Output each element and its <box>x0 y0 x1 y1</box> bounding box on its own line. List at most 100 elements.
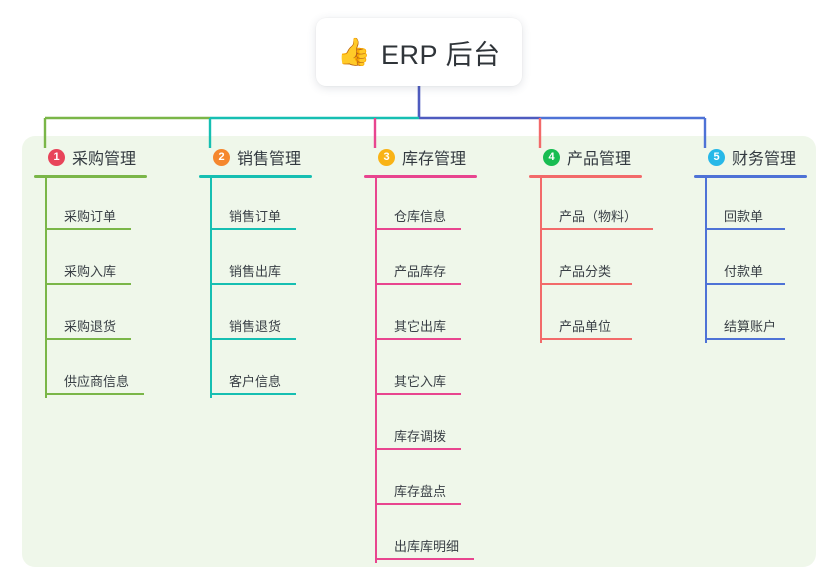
branch-items: 回款单付款单结算账户 <box>694 178 807 343</box>
leaf-node[interactable]: 产品分类 <box>529 233 642 288</box>
branch-badge-2: 2 <box>213 148 230 166</box>
leaf-node[interactable]: 库存盘点 <box>364 453 477 508</box>
branch-badge-4: 4 <box>543 148 560 166</box>
leaf-node[interactable]: 采购订单 <box>34 178 147 233</box>
leaf-node[interactable]: 销售出库 <box>199 233 312 288</box>
leaf-node[interactable]: 回款单 <box>694 178 807 233</box>
branch-header-3[interactable]: 3 库存管理 <box>364 144 477 170</box>
branch-underline <box>199 175 312 178</box>
leaf-node[interactable]: 仓库信息 <box>364 178 477 233</box>
leaf-underline <box>375 448 461 450</box>
leaf-spine <box>210 178 212 233</box>
leaf-node[interactable]: 其它入库 <box>364 343 477 398</box>
branch-badge-3: 3 <box>378 148 395 166</box>
leaf-label: 其它出库 <box>394 319 447 334</box>
leaf-underline <box>210 228 296 230</box>
leaf-label: 出库库明细 <box>394 539 460 554</box>
leaf-node[interactable]: 采购退货 <box>34 288 147 343</box>
leaf-node[interactable]: 采购入库 <box>34 233 147 288</box>
branch-title: 产品管理 <box>567 151 632 168</box>
leaf-label: 销售退货 <box>229 319 282 334</box>
branch-badge-1: 1 <box>48 148 65 166</box>
leaf-underline <box>210 338 296 340</box>
leaf-spine <box>540 233 542 288</box>
leaf-spine <box>540 288 542 343</box>
leaf-node[interactable]: 出库库明细 <box>364 508 477 563</box>
leaf-underline <box>705 228 785 230</box>
leaf-underline <box>705 283 785 285</box>
leaf-underline <box>375 228 461 230</box>
branch-column-3: 3 库存管理仓库信息产品库存其它出库其它入库库存调拨库存盘点出库库明细 <box>364 144 477 563</box>
leaf-underline <box>45 338 131 340</box>
leaf-underline <box>45 228 131 230</box>
leaf-spine <box>705 288 707 343</box>
branch-underline <box>694 175 807 178</box>
branch-column-4: 4 产品管理产品（物料） 产品分类产品单位 <box>529 144 653 343</box>
leaf-underline <box>375 393 461 395</box>
leaf-label: 采购入库 <box>64 264 117 279</box>
leaf-label: 回款单 <box>724 209 764 224</box>
branch-title: 销售管理 <box>237 151 302 168</box>
leaf-spine <box>375 398 377 453</box>
leaf-node[interactable]: 销售退货 <box>199 288 312 343</box>
leaf-spine <box>210 343 212 398</box>
branch-header-4[interactable]: 4 产品管理 <box>529 144 642 170</box>
leaf-node[interactable]: 供应商信息 <box>34 343 147 398</box>
leaf-underline <box>540 338 632 340</box>
leaf-underline <box>540 228 653 230</box>
leaf-label: 采购退货 <box>64 319 117 334</box>
leaf-node[interactable]: 库存调拨 <box>364 398 477 453</box>
leaf-spine <box>45 178 47 233</box>
leaf-underline <box>705 338 785 340</box>
leaf-label: 库存调拨 <box>394 429 447 444</box>
branch-underline <box>529 175 642 178</box>
leaf-underline <box>210 283 296 285</box>
leaf-label: 付款单 <box>724 264 764 279</box>
leaf-label: 结算账户 <box>724 319 777 334</box>
leaf-spine <box>375 178 377 233</box>
leaf-spine <box>45 288 47 343</box>
leaf-spine <box>210 233 212 288</box>
leaf-node[interactable]: 产品单位 <box>529 288 642 343</box>
leaf-spine <box>705 178 707 233</box>
branch-underline <box>364 175 477 178</box>
branch-items: 仓库信息产品库存其它出库其它入库库存调拨库存盘点出库库明细 <box>364 178 477 563</box>
branch-items: 产品（物料） 产品分类产品单位 <box>529 178 653 343</box>
thumbs-up-icon: 👍 <box>337 36 372 68</box>
leaf-spine <box>705 233 707 288</box>
branch-title: 库存管理 <box>402 151 467 168</box>
leaf-spine <box>45 343 47 398</box>
root-node[interactable]: 👍 ERP 后台 <box>316 18 522 86</box>
leaf-label: 仓库信息 <box>394 209 447 224</box>
branch-title: 财务管理 <box>732 151 797 168</box>
leaf-underline <box>375 503 461 505</box>
leaf-label: 产品分类 <box>559 264 612 279</box>
leaf-spine <box>540 178 542 233</box>
leaf-label: 产品单位 <box>559 319 612 334</box>
leaf-label: 库存盘点 <box>394 484 447 499</box>
leaf-node[interactable]: 付款单 <box>694 233 807 288</box>
leaf-label: 采购订单 <box>64 209 117 224</box>
leaf-underline <box>375 283 461 285</box>
leaf-node[interactable]: 产品库存 <box>364 233 477 288</box>
leaf-label: 销售订单 <box>229 209 282 224</box>
diagram-panel <box>22 136 816 567</box>
leaf-spine <box>210 288 212 343</box>
root-title: ERP 后台 <box>381 39 501 70</box>
leaf-underline <box>45 393 144 395</box>
leaf-node[interactable]: 销售订单 <box>199 178 312 233</box>
leaf-node[interactable]: 客户信息 <box>199 343 312 398</box>
leaf-label: 其它入库 <box>394 374 447 389</box>
leaf-underline <box>210 393 296 395</box>
leaf-spine <box>45 233 47 288</box>
leaf-node[interactable]: 其它出库 <box>364 288 477 343</box>
leaf-underline <box>375 558 474 560</box>
branch-underline <box>34 175 147 178</box>
leaf-node[interactable]: 结算账户 <box>694 288 807 343</box>
branch-header-2[interactable]: 2 销售管理 <box>199 144 312 170</box>
leaf-node[interactable]: 产品（物料） <box>529 178 653 233</box>
